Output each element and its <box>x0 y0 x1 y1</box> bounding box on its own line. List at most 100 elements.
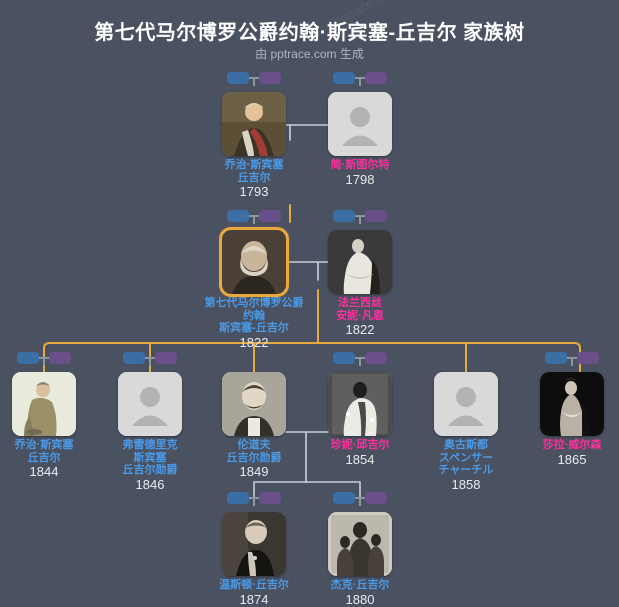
person-birth-year: 1822 <box>239 334 269 350</box>
person-birth-year: 1865 <box>557 451 587 467</box>
person-name-line: 莎拉·威尔森 <box>542 439 602 451</box>
badge-father-chip[interactable] <box>227 210 249 222</box>
person-name-line: チャーチル <box>438 464 494 476</box>
page-subtitle: 由 pptrace.com 生成 <box>255 47 364 61</box>
badge-father-chip[interactable] <box>17 352 39 364</box>
person-photo[interactable] <box>328 512 392 576</box>
person-name-line: 丘吉尔勋爵 <box>226 451 282 464</box>
badge-father-chip[interactable] <box>227 72 249 84</box>
parent-badge-sarah-wilson[interactable] <box>545 352 599 366</box>
badge-mother-chip[interactable] <box>155 352 177 364</box>
person-photo[interactable] <box>540 372 604 436</box>
person-photo[interactable] <box>328 372 392 436</box>
person-name-line: 斯宾塞 <box>133 451 167 464</box>
person-name-line: 丘吉尔 <box>237 171 271 184</box>
person-name-line: スペンサー <box>438 451 494 464</box>
person-name-line: 乔治·斯宾塞 <box>224 159 284 171</box>
parent-badge-jane-stewart[interactable] <box>333 72 387 86</box>
parent-badge-jennie[interactable] <box>333 352 387 366</box>
person-birth-year: 1874 <box>239 591 269 607</box>
person-photo[interactable] <box>328 230 392 294</box>
badge-mother-chip[interactable] <box>365 210 387 222</box>
person-birth-year: 1793 <box>239 184 269 199</box>
badge-stem <box>43 357 45 366</box>
person-photo[interactable] <box>12 372 76 436</box>
badge-stem <box>253 77 255 86</box>
person-birth-year: 1846 <box>135 476 165 492</box>
badge-mother-chip[interactable] <box>365 72 387 84</box>
badge-mother-chip[interactable] <box>259 72 281 84</box>
parent-badge-frances-anne[interactable] <box>333 210 387 224</box>
badge-father-chip[interactable] <box>333 72 355 84</box>
person-name: 弗雷德里克斯宾塞丘吉尔勋爵 <box>100 439 200 477</box>
person-name-line: 安妮·凡恩 <box>336 309 384 322</box>
person-name: 伦道夫丘吉尔勋爵 <box>204 439 304 464</box>
person-name: 温斯顿·丘吉尔 <box>204 579 304 592</box>
person-name: 第七代马尔博罗公爵约翰斯宾塞-丘吉尔 <box>204 297 304 335</box>
badge-mother-chip[interactable] <box>365 492 387 504</box>
badge-mother-chip[interactable] <box>259 492 281 504</box>
person-birth-year: 1880 <box>345 591 375 607</box>
badge-stem <box>359 357 361 366</box>
person-name: 乔治·斯宾塞丘吉尔 <box>0 439 94 464</box>
badge-father-chip[interactable] <box>333 492 355 504</box>
spouse-link-gen2 <box>287 261 333 281</box>
person-name-line: 第七代马尔博罗公爵约翰 <box>204 297 304 322</box>
parent-badge-jack[interactable] <box>333 492 387 506</box>
parent-badge-winston[interactable] <box>227 492 281 506</box>
parent-badge-george-spencer-churchill[interactable] <box>17 352 71 366</box>
badge-mother-chip[interactable] <box>365 352 387 364</box>
parent-badge-george-5th[interactable] <box>227 72 281 86</box>
person-name: 法兰西丝安妮·凡恩 <box>310 297 410 322</box>
badge-mother-chip[interactable] <box>259 210 281 222</box>
badge-father-chip[interactable] <box>123 352 145 364</box>
person-photo[interactable] <box>222 372 286 436</box>
person-name-line: 奥古斯都 <box>444 439 488 451</box>
badge-stem <box>149 357 151 366</box>
person-birth-year: 1858 <box>451 476 481 492</box>
person-name: 珍妮·邱吉尔 <box>310 439 410 452</box>
person-name-line: 杰克·丘吉尔 <box>330 579 390 591</box>
person-birth-year: 1822 <box>345 322 375 337</box>
badge-stem <box>359 215 361 224</box>
parent-badge-frederick-lord[interactable] <box>123 352 177 366</box>
person-avatar-placeholder[interactable] <box>118 372 182 436</box>
person-birth-year: 1854 <box>345 451 375 467</box>
badge-father-chip[interactable] <box>545 352 567 364</box>
sibling-bus-gen3 <box>43 342 581 373</box>
person-avatar-placeholder[interactable] <box>434 372 498 436</box>
person-name: 莎拉·威尔森 <box>522 439 619 452</box>
person-name-line: 斯宾塞-丘吉尔 <box>219 322 289 334</box>
badge-father-chip[interactable] <box>333 210 355 222</box>
person-name: 杰克·丘吉尔 <box>310 579 410 592</box>
person-name: 奥古斯都スペンサーチャーチル <box>416 439 516 477</box>
person-name: 简·斯图尔特 <box>310 159 410 172</box>
person-photo[interactable] <box>219 227 289 297</box>
person-name-line: 珍妮·邱吉尔 <box>330 439 390 451</box>
badge-stem <box>359 497 361 506</box>
badge-father-chip[interactable] <box>333 352 355 364</box>
badge-mother-chip[interactable] <box>49 352 71 364</box>
badge-stem <box>253 215 255 224</box>
person-photo[interactable] <box>222 512 286 576</box>
person-name-line: 伦道夫 <box>237 439 271 451</box>
badge-father-chip[interactable] <box>227 492 249 504</box>
person-photo[interactable] <box>222 92 286 156</box>
person-avatar-placeholder[interactable] <box>328 92 392 156</box>
badge-mother-chip[interactable] <box>577 352 599 364</box>
parent-badge-john-7th[interactable] <box>227 210 281 224</box>
